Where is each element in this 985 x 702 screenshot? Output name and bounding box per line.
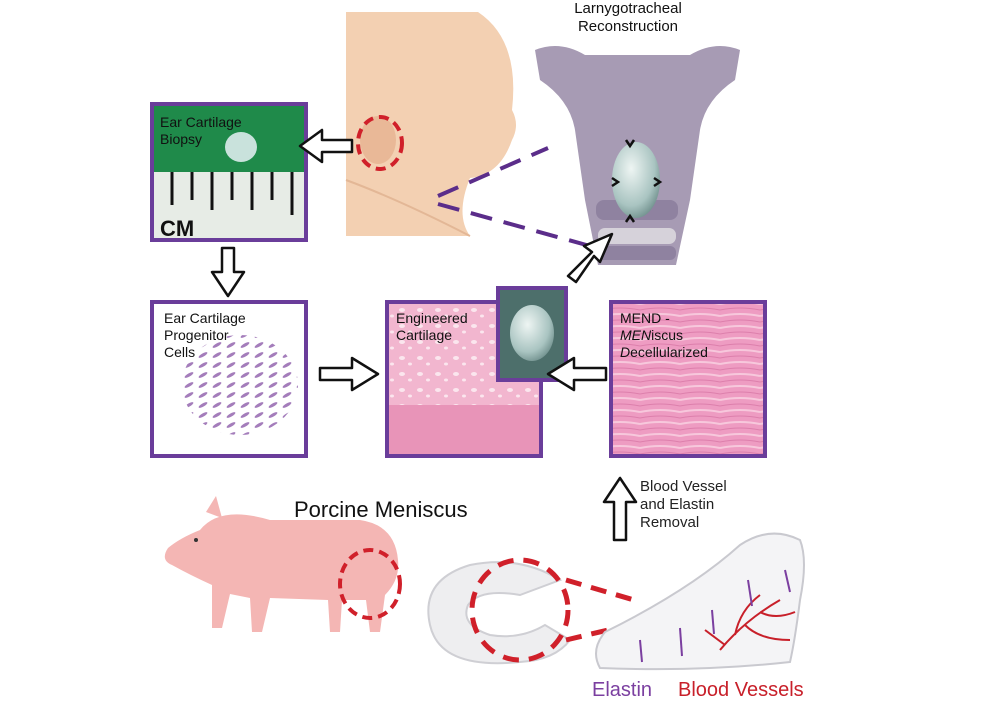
arrow-biopsy-to-progenitor [210,246,246,298]
engineered-label: Engineered Cartilage [396,310,468,344]
removal-label-line3: Removal [640,514,700,531]
progenitor-label-line3: Cells [164,343,196,360]
biopsy-panel [150,102,308,242]
engineered-label-line2: Cartilage [396,326,453,343]
ear-biopsy-site-circle [356,115,404,171]
ruler-ticks [170,172,294,215]
progenitor-label: Ear Cartilage Progenitor Cells [164,310,246,360]
mend-label-line3-rest: ecellularized [630,343,708,360]
meniscus-cross-section [595,532,805,671]
arrow-mend-to-engineered [546,356,608,392]
cartilage-implant [612,142,660,218]
section-dash-upper [565,577,635,603]
meniscus-section-circle [469,557,571,663]
mend-label-line2-italic: MEN [620,326,652,343]
removal-label: Blood Vessel and Elastin Removal [640,478,727,532]
laryngo-label-line1: Larnygotracheal [574,0,682,17]
laryngo-label: Larnygotracheal Reconstruction [548,0,708,36]
arrow-ear-to-biopsy [298,128,354,164]
biopsy-label-line1: Ear Cartilage [160,114,242,130]
arrow-removal-up [602,476,638,542]
laryngo-label-line2: Reconstruction [577,18,679,35]
mend-label-line3: Decellularized [620,344,708,361]
neck-to-trachea-dash-lower [437,202,591,248]
biopsy-label-line2: Biopsy [160,130,203,147]
progenitor-panel [150,300,308,458]
biopsy-label: Ear Cartilage Biopsy [160,114,242,148]
removal-label-line2: and Elastin [640,496,715,513]
removal-label-line1: Blood Vessel [640,478,727,495]
blood-vessel-network [704,594,796,651]
mend-panel [609,300,767,458]
arrow-engineered-to-trachea [566,232,614,284]
elastin-fibers [639,569,791,663]
porcine-meniscus-label: Porcine Meniscus [294,497,468,522]
biopsy-sample [225,132,257,162]
mend-label-line1: MEND - [620,310,670,326]
mend-label-line2: MENiscus [620,327,708,344]
mend-label-line3-italic: D [620,343,631,360]
section-dash-lower [565,627,609,643]
progenitor-label-line2: Progenitor [164,326,229,343]
ear-illustration [360,116,396,164]
infant-head-illustration [345,12,516,237]
ruler-text: CM [160,216,195,241]
mend-label: MEND - MENiscus Decellularized [620,310,708,360]
blood-vessels-label: Blood Vessels [678,679,804,701]
suture-marks [611,139,663,223]
mend-label-line2-rest: iscus [651,326,684,343]
arrow-progenitor-to-engineered [318,356,380,392]
engineered-label-line1: Engineered [396,310,468,326]
elastin-label: Elastin [592,679,653,701]
pig-illustration [164,496,399,632]
neck-to-trachea-dash-upper [437,146,549,198]
pig-meniscus-site-circle [338,548,402,620]
engineered-photo-inset [496,286,568,382]
meniscus-illustration [427,561,572,665]
progenitor-label-line1: Ear Cartilage [164,310,246,326]
